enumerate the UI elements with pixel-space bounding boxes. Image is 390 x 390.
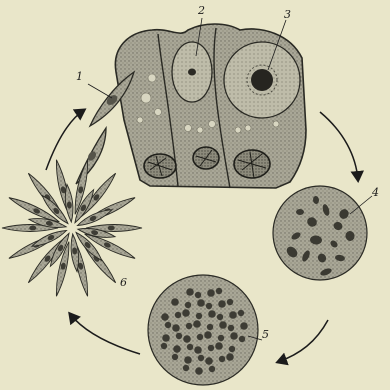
epithelium-cell-group	[115, 24, 306, 188]
granule	[230, 332, 238, 340]
granule	[161, 343, 167, 349]
granule	[226, 353, 234, 361]
granule	[206, 303, 212, 309]
granule	[186, 323, 192, 329]
granule	[205, 357, 213, 365]
label-5: 5	[262, 328, 269, 341]
granule	[176, 333, 182, 339]
granule	[229, 346, 235, 352]
nucleolus-2	[188, 69, 196, 76]
granule	[218, 300, 226, 308]
granule	[197, 334, 203, 340]
granule	[219, 356, 225, 362]
granule	[208, 345, 214, 351]
nucleolus-3	[251, 69, 273, 91]
granule	[194, 346, 202, 354]
arrow-4-to-5	[278, 320, 328, 362]
granule	[197, 299, 205, 307]
chromosome-clump	[296, 209, 304, 215]
granule	[209, 366, 215, 372]
stellate-cell-nucleus	[108, 226, 115, 231]
granule	[182, 309, 190, 317]
label-6: 6	[120, 276, 127, 289]
granule	[195, 367, 203, 375]
arrow-epithelium-to-4	[320, 112, 358, 180]
granule	[196, 313, 202, 319]
arrow-6-to-1	[46, 110, 84, 170]
label-3: 3	[284, 8, 291, 21]
granule	[207, 289, 215, 297]
granule	[172, 324, 180, 332]
granule	[172, 354, 178, 360]
granule	[218, 335, 224, 341]
granule	[228, 325, 234, 331]
granule	[186, 288, 194, 296]
granule	[161, 313, 169, 321]
label-1: 1	[76, 70, 83, 83]
stellate-cell-nucleus	[29, 226, 36, 231]
label-4: 4	[371, 186, 379, 199]
granule	[208, 310, 216, 318]
granule	[162, 334, 170, 342]
granule	[193, 320, 201, 328]
granule	[238, 310, 244, 316]
granule	[217, 314, 223, 320]
granule	[207, 324, 213, 330]
granule	[165, 322, 171, 328]
granule	[183, 365, 189, 371]
granule	[215, 342, 223, 350]
label-2: 2	[197, 4, 205, 17]
granule	[184, 356, 192, 364]
granule	[171, 298, 179, 306]
granule	[216, 288, 222, 294]
dividing-cell-4	[273, 186, 367, 280]
granule	[219, 321, 227, 329]
granule	[183, 335, 191, 343]
dividing-cell-5	[148, 275, 258, 385]
granule	[187, 344, 193, 350]
granule	[240, 322, 248, 330]
granule	[175, 312, 181, 318]
granule	[173, 345, 181, 353]
granule	[185, 302, 191, 308]
granule	[198, 355, 204, 361]
granule	[204, 331, 212, 339]
granule	[239, 336, 245, 342]
arrow-5-to-6	[70, 314, 140, 354]
granule	[229, 311, 237, 319]
granule	[195, 292, 201, 298]
granule	[227, 299, 233, 305]
